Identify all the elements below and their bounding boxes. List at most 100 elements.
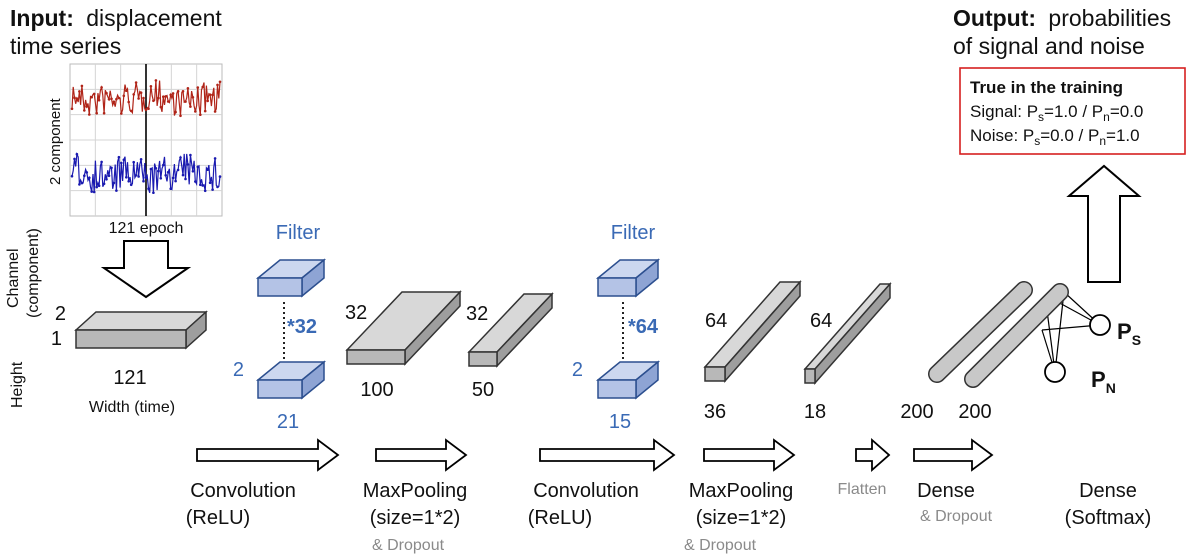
plot-point (97, 98, 101, 102)
filter1-top-block (255, 258, 327, 298)
plot-point (75, 152, 79, 156)
truth-box (959, 67, 1186, 155)
plot-point (100, 160, 103, 164)
plot-point (203, 109, 207, 113)
plot-point (179, 156, 182, 159)
plot-point (184, 177, 187, 181)
plot-point (122, 94, 126, 98)
input-down-arrow (100, 240, 192, 299)
plot-point (152, 99, 155, 103)
plot-point (211, 93, 214, 97)
plot-point (206, 168, 209, 171)
plot-point (95, 185, 98, 189)
plot-series-red-points (70, 79, 222, 118)
plot-point (216, 83, 219, 87)
dense1-capsule-b (964, 283, 1069, 388)
plot-point (107, 174, 111, 178)
pool1-output-block (467, 292, 554, 368)
width-label: Width (time) (89, 399, 175, 416)
pool2-width: 18 (804, 401, 826, 423)
plot-point (208, 181, 212, 185)
plot-point (179, 114, 182, 118)
conv1-output-block (345, 290, 462, 366)
filter1-count: *32 (287, 316, 317, 338)
plot-point (102, 111, 106, 115)
pn-label: PN (1091, 367, 1116, 396)
plot-point (206, 99, 209, 103)
plot-point (191, 96, 195, 99)
filter2-height: 2 (572, 359, 583, 381)
pool1-depth: 32 (466, 303, 488, 325)
plot-point (137, 175, 140, 178)
plot-point (125, 176, 128, 179)
plot-point (85, 171, 89, 174)
plot-point (100, 86, 103, 89)
plot-point (164, 174, 167, 177)
filter1-bottom-block (255, 360, 327, 400)
truth-box-signal: Signal: Ps=1.0 / Pn=0.0 (970, 102, 1143, 124)
plot-point (112, 100, 116, 104)
plot-point (129, 109, 133, 113)
plot-point (181, 90, 185, 93)
step-softmax-line1: Dense (1079, 480, 1137, 502)
plot-point (166, 170, 170, 174)
step-pool2-line1: MaxPooling (689, 480, 794, 502)
output-node-signal (1089, 314, 1111, 336)
conv1-width: 100 (360, 379, 393, 401)
plot-point (216, 185, 219, 189)
plot-point (201, 184, 204, 187)
plot-point (162, 163, 165, 167)
step-arrow-maxpooling-2 (703, 438, 796, 472)
plot-point (213, 110, 217, 113)
pool1-width: 50 (472, 379, 494, 401)
plot-point (184, 100, 187, 103)
plot-point (189, 105, 192, 108)
pool2-depth: 64 (810, 310, 832, 332)
channel-label: Channel (5, 248, 22, 308)
plot-point (110, 166, 113, 170)
input-heading-bold: Input: (10, 5, 74, 31)
plot-point (112, 181, 116, 185)
plot-point (176, 168, 180, 172)
plot-point (162, 95, 165, 98)
plot-point (174, 179, 177, 183)
input-heading: Input: displacement (10, 5, 222, 31)
plot-point (159, 177, 163, 180)
plot-point (83, 174, 86, 177)
input-block (74, 310, 208, 350)
dense1-size-a: 200 (900, 401, 933, 423)
plot-point (127, 180, 130, 183)
plot-point (201, 85, 204, 89)
plot-point (144, 108, 148, 112)
output-heading-bold: Output: (953, 5, 1036, 31)
plot-point (196, 86, 200, 89)
step-conv1-line2: (ReLU) (186, 507, 250, 529)
plot-point (92, 190, 96, 194)
step-conv2-line1: Convolution (533, 480, 639, 502)
plot-point (132, 93, 135, 96)
plot-point (90, 190, 93, 193)
step-arrow-convolution-1 (196, 438, 340, 472)
filter2-width: 15 (609, 411, 631, 433)
plot-point (159, 105, 163, 109)
truth-box-title: True in the training (970, 78, 1123, 97)
filter2-count: *64 (628, 316, 659, 338)
plot-point (194, 110, 197, 113)
plot-point (176, 90, 180, 93)
plot-point (120, 161, 123, 165)
plot-point (213, 157, 217, 160)
plot-point (139, 158, 143, 161)
plot-point (95, 111, 98, 115)
step-dense-note: & Dropout (920, 508, 993, 525)
output-node-noise (1044, 361, 1066, 383)
input-heading-line2: time series (10, 33, 121, 59)
plot-point (127, 100, 130, 104)
plot-point (73, 96, 76, 99)
plot-point (90, 95, 93, 99)
connection-line (1054, 291, 1065, 373)
plot-point (80, 181, 84, 185)
step-conv2-line2: (ReLU) (528, 507, 592, 529)
plot-point (189, 153, 192, 157)
plot-point (110, 97, 113, 101)
